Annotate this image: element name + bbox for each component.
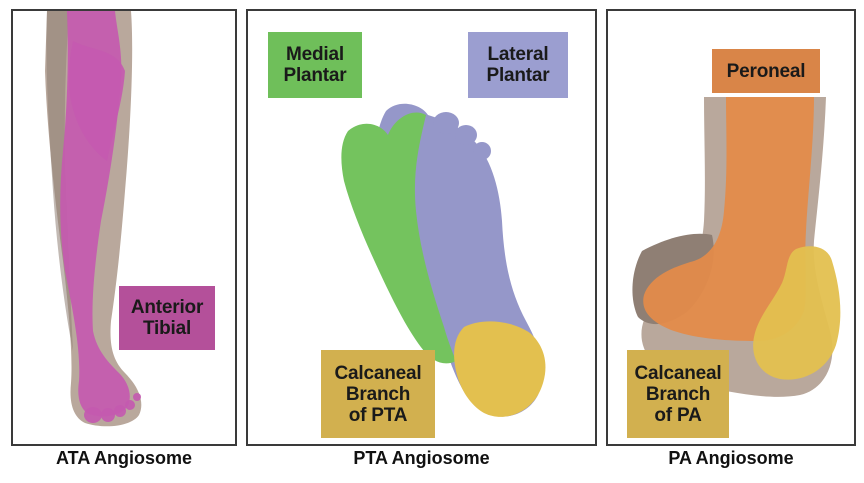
pa-caption: PA Angiosome bbox=[606, 448, 856, 469]
ata-caption: ATA Angiosome bbox=[11, 448, 237, 469]
peroneal-label: Peroneal bbox=[712, 49, 820, 93]
calcaneal-pta-region bbox=[454, 321, 545, 417]
peroneal-label-text: Peroneal bbox=[727, 61, 806, 82]
leg-front-illustration bbox=[13, 11, 235, 444]
pta-caption: PTA Angiosome bbox=[246, 448, 597, 469]
